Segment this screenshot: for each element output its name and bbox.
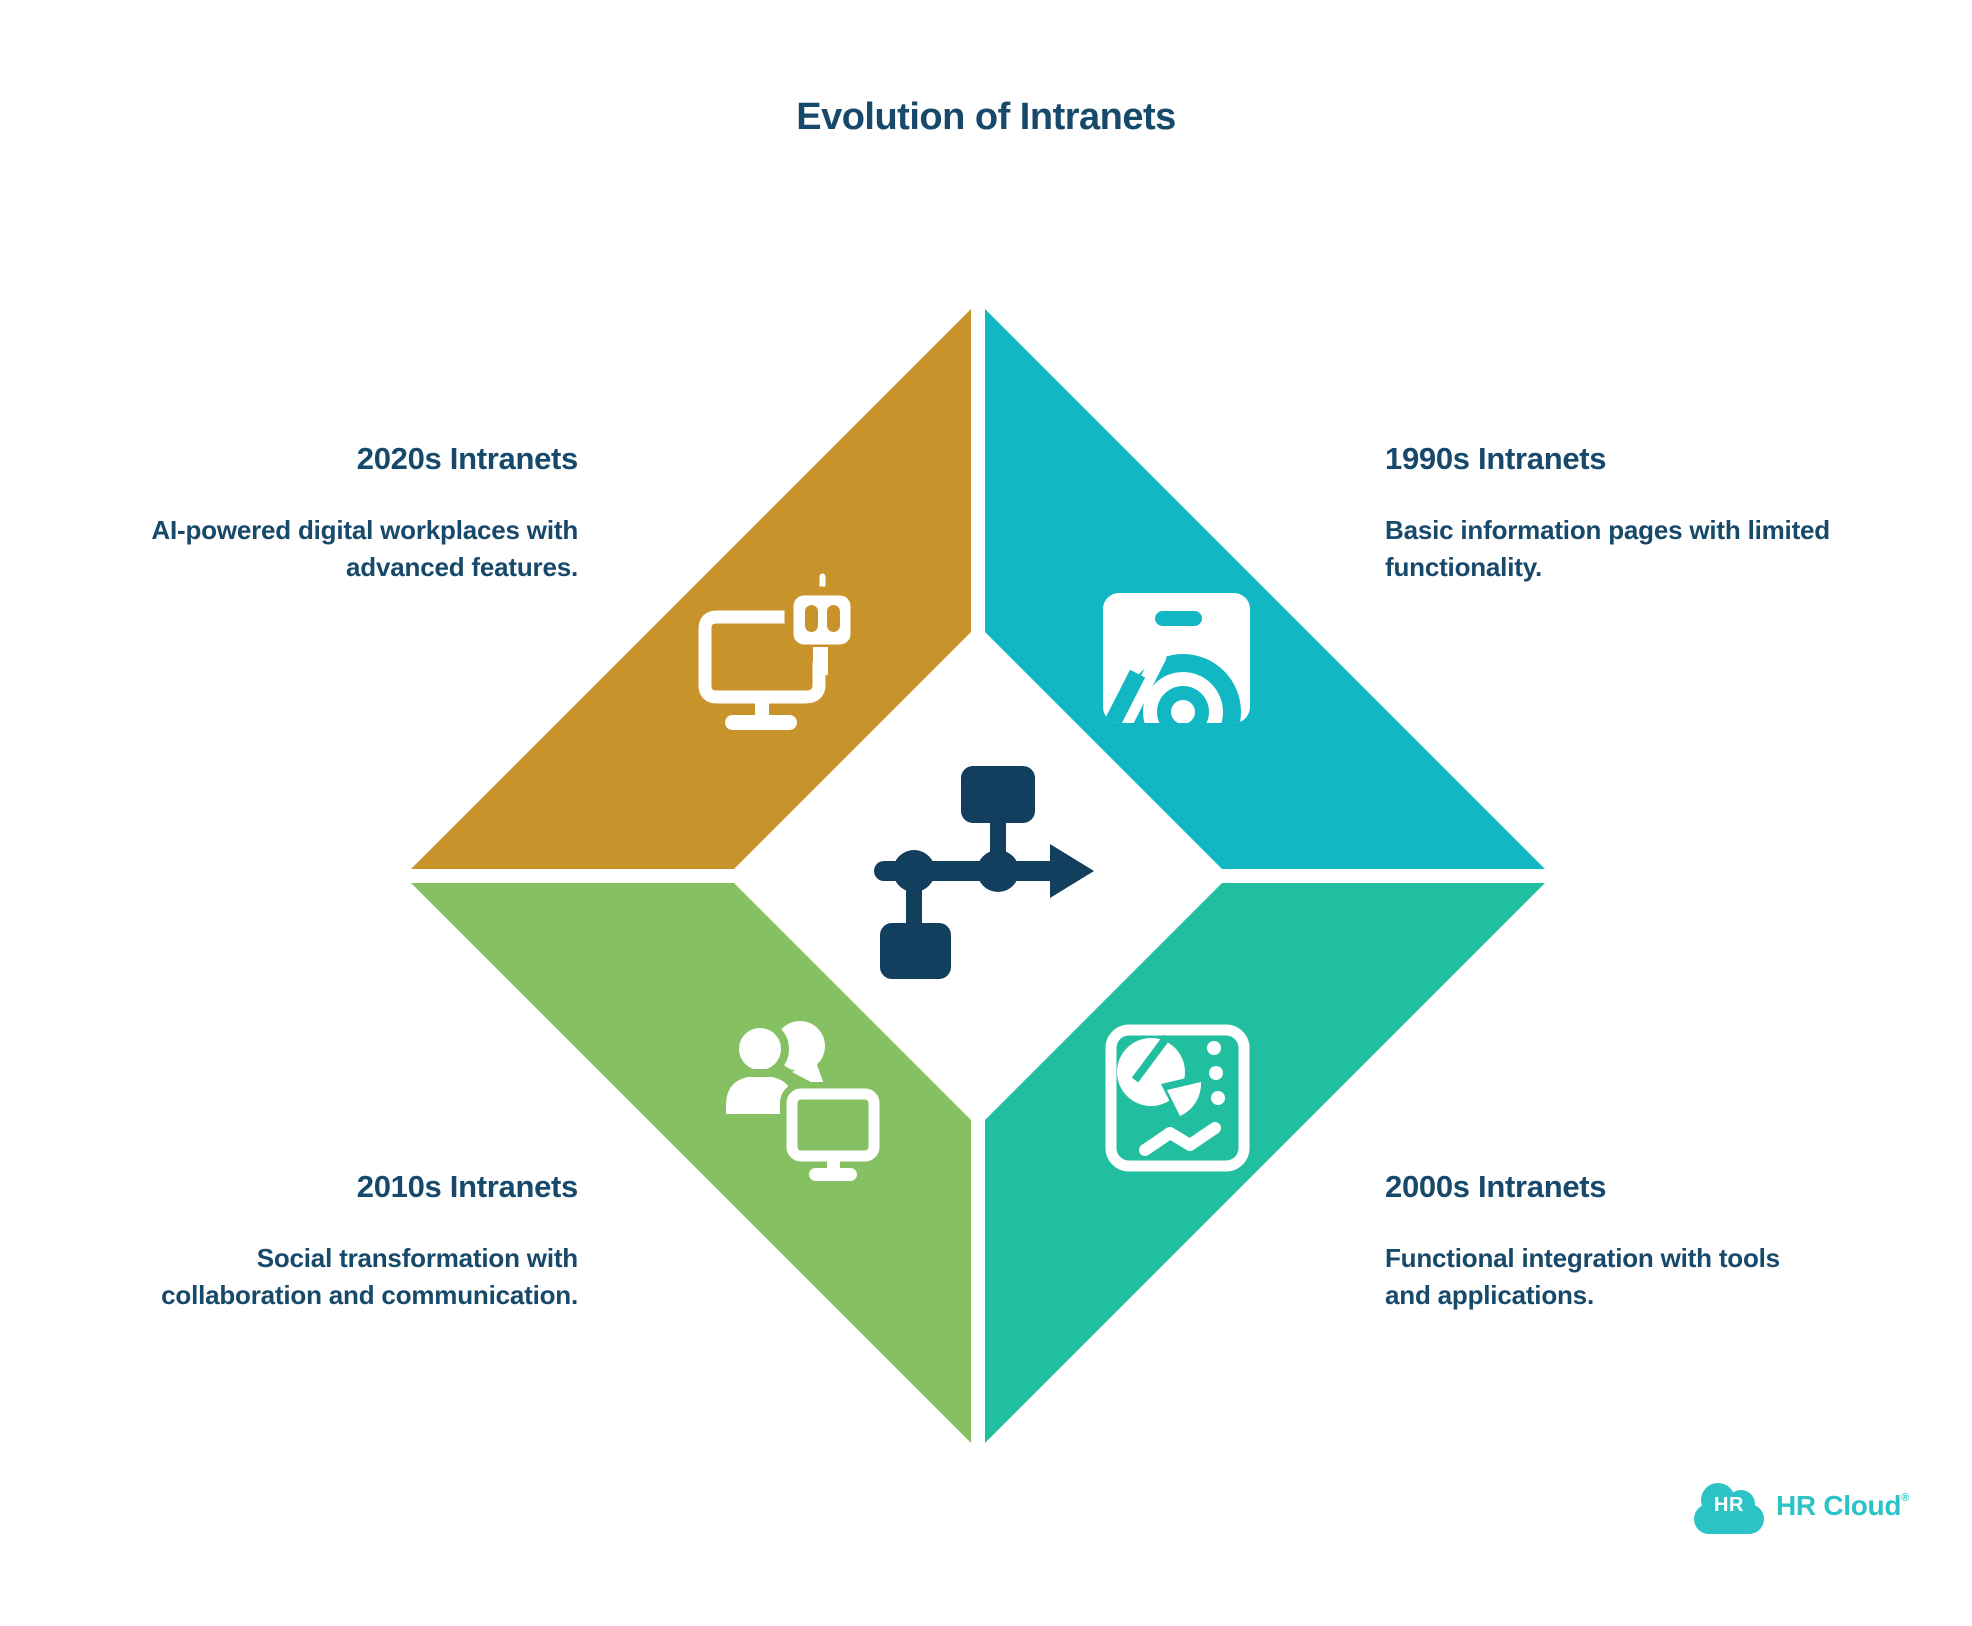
hr-badge-text: HR bbox=[1714, 1494, 1744, 1516]
era-2010s-heading: 2010s Intranets bbox=[356, 1169, 579, 1204]
dashboard-pie-chart-icon bbox=[1105, 1024, 1250, 1172]
era-2000s-text: 2000s Intranets Functional integration w… bbox=[1385, 1168, 1855, 1314]
sitemap-timeline-icon bbox=[874, 766, 1094, 979]
era-2020s-heading: 2020s Intranets bbox=[356, 441, 579, 476]
era-2020s-text: 2020s Intranets AI-powered digital workp… bbox=[108, 440, 578, 586]
era-2010s-description: Social transformation with collaboration… bbox=[161, 1243, 578, 1310]
page-title: Evolution of Intranets bbox=[796, 96, 1176, 138]
era-2000s-heading: 2000s Intranets bbox=[1385, 1169, 1607, 1204]
people-chat-monitor-icon bbox=[718, 1020, 886, 1181]
era-2010s-text: 2010s Intranets Social transformation wi… bbox=[108, 1168, 578, 1314]
registered-mark: ® bbox=[1901, 1492, 1909, 1504]
ai-robot-monitor-icon bbox=[698, 564, 860, 730]
era-1990s-heading: 1990s Intranets bbox=[1385, 441, 1607, 476]
quadrant-2020s bbox=[411, 309, 971, 869]
era-2000s-description: Functional integration with tools and ap… bbox=[1385, 1243, 1780, 1310]
era-2020s-description: AI-powered digital workplaces with advan… bbox=[151, 515, 578, 582]
era-1990s-description: Basic information pages with limited fun… bbox=[1385, 515, 1830, 582]
hr-cloud-wordmark: HR Cloud® bbox=[1776, 1490, 1909, 1522]
quadrant-2000s bbox=[985, 883, 1545, 1443]
hr-cloud-name: HR Cloud bbox=[1776, 1490, 1902, 1521]
basic-webpage-icon bbox=[1103, 593, 1250, 723]
quadrant-2010s bbox=[411, 883, 971, 1443]
cloud-icon bbox=[1694, 1483, 1764, 1534]
quadrant-1990s bbox=[985, 309, 1545, 869]
hr-cloud-logo: HR HR Cloud® bbox=[1692, 1478, 1909, 1534]
hr-cloud-badge: HR bbox=[1692, 1478, 1766, 1534]
era-1990s-text: 1990s Intranets Basic information pages … bbox=[1385, 440, 1855, 586]
